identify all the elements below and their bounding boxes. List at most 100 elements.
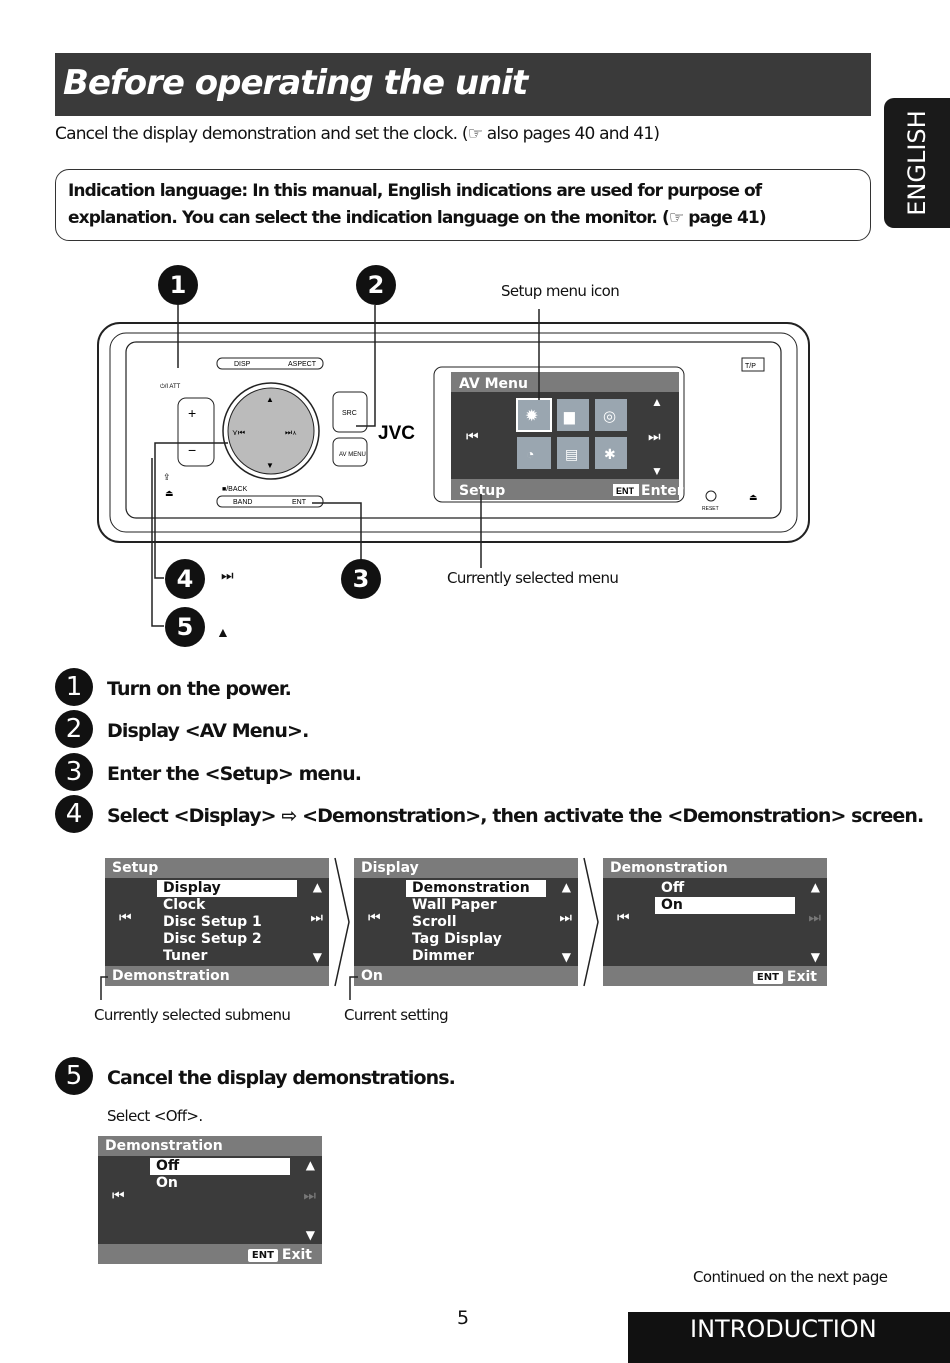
next-icon: ⏭ <box>808 910 821 926</box>
src-label: SRC <box>342 410 357 417</box>
display-bezel <box>433 366 685 503</box>
svg-text:⏏: ⏏ <box>749 492 758 502</box>
av-menu-label: AV MENU <box>339 452 366 458</box>
screen-footer: Demonstration <box>105 966 329 986</box>
menu-item: Tuner <box>163 948 208 964</box>
marker-4: 4 <box>165 559 205 599</box>
menu-item: On <box>156 1175 178 1191</box>
step-1: 1 Turn on the power. <box>55 668 895 708</box>
down-icon: ▼ <box>305 1228 315 1242</box>
screen-header: Setup <box>105 858 329 878</box>
step5-instruction: Select <Off>. <box>107 1107 203 1125</box>
tp-label: T/P <box>745 363 756 370</box>
menu-item: Scroll <box>412 914 457 930</box>
svg-text:▲: ▲ <box>266 395 274 404</box>
svg-text:▼: ▼ <box>651 464 663 478</box>
up-icon: ▲ <box>305 1158 315 1172</box>
ent-label: ENT <box>292 499 307 506</box>
unit-inner <box>109 332 798 533</box>
unit-outer <box>97 322 810 543</box>
intro-text: Cancel the display demonstration and set… <box>55 124 660 144</box>
svg-text:▤: ▤ <box>565 446 578 462</box>
back-label: ■/BACK <box>222 486 248 493</box>
step-5: 5 Cancel the display demonstrations. <box>55 1057 895 1097</box>
step-text: Select <Display> ⇨ <Demonstration>, then… <box>107 805 924 827</box>
svg-text:⏭: ⏭ <box>648 428 661 444</box>
svg-text:◔: ◔ <box>526 446 534 462</box>
head-unit-diagram: DISP ASPECT BAND ENT ■/BACK ▲ ▼ ⋎⏮ ⏭⋏ + … <box>97 305 810 627</box>
next-icon: ⏭ <box>559 910 572 926</box>
disp-label: DISP <box>234 361 251 368</box>
step-number: 3 <box>55 753 93 791</box>
callout-setup-icon: Setup menu icon <box>501 282 620 300</box>
screen-setup: Setup Display Clock Disc Setup 1 Disc Se… <box>105 858 329 986</box>
language-tab: ENGLISH <box>884 98 950 228</box>
band-label: BAND <box>233 499 252 506</box>
label-current-submenu: Currently selected submenu <box>94 1006 291 1024</box>
menu-item: Display <box>157 880 297 897</box>
att-label: ⏻/I ATT <box>160 383 181 390</box>
page-title: Before operating the unit <box>63 63 528 103</box>
up-arrow-icon: ▲ <box>216 624 230 640</box>
language-tab-label: ENGLISH <box>903 110 931 216</box>
title-bar: Before operating the unit <box>55 53 871 116</box>
aspect-label: ASPECT <box>288 361 317 368</box>
next-icon: ⏭ <box>303 1188 316 1204</box>
page-number: 5 <box>457 1307 470 1329</box>
svg-text:▆: ▆ <box>563 408 575 425</box>
prev-icon: ⏮ <box>617 910 630 926</box>
step-text: Cancel the display demonstrations. <box>107 1067 456 1089</box>
step-text: Display <AV Menu>. <box>107 720 309 742</box>
section-footer: INTRODUCTION <box>628 1312 950 1363</box>
next-icon: ⏭ <box>310 910 323 926</box>
note-box: Indication language: In this manual, Eng… <box>55 169 871 241</box>
screen-footer: On <box>354 966 578 986</box>
step-text: Enter the <Setup> menu. <box>107 763 362 785</box>
step-4: 4 Select <Display> ⇨ <Demonstration>, th… <box>55 795 924 835</box>
marker-3: 3 <box>341 559 381 599</box>
menu-item: Dimmer <box>412 948 474 964</box>
screen-arrows <box>100 857 599 1000</box>
marker-2: 2 <box>356 265 396 305</box>
jvc-logo: JVC <box>378 423 415 444</box>
step-text: Turn on the power. <box>107 678 292 700</box>
step-number: 5 <box>55 1057 93 1095</box>
prev-icon: ⏮ <box>112 1188 125 1204</box>
menu-item: Disc Setup 1 <box>163 914 262 930</box>
marker-5: 5 <box>165 607 205 647</box>
continued-note: Continued on the next page <box>693 1268 888 1286</box>
step-number: 4 <box>55 795 93 833</box>
menu-item: Clock <box>163 897 206 913</box>
callout-current-menu: Currently selected menu <box>447 569 619 587</box>
svg-text:⏮: ⏮ <box>466 428 479 444</box>
menu-item: Wall Paper <box>412 897 497 913</box>
svg-text:◎: ◎ <box>603 408 616 425</box>
up-icon: ▲ <box>312 880 322 894</box>
step-number: 2 <box>55 710 93 748</box>
down-icon: ▼ <box>312 950 322 964</box>
svg-text:▲: ▲ <box>651 395 663 409</box>
display-enter: Enter <box>641 483 684 499</box>
reset-label: RESET <box>702 506 719 512</box>
svg-text:⇪: ⇪ <box>163 472 171 482</box>
svg-text:+: + <box>188 405 196 421</box>
down-icon: ▼ <box>810 950 820 964</box>
display-footer: Setup <box>459 483 505 499</box>
step-2: 2 Display <AV Menu>. <box>55 710 895 750</box>
prev-icon: ⏮ <box>368 910 381 926</box>
menu-item: Disc Setup 2 <box>163 931 262 947</box>
svg-text:⏭⋏: ⏭⋏ <box>285 428 298 437</box>
ent-badge: ENT <box>247 1248 278 1262</box>
unit-face <box>125 341 782 519</box>
menu-item: Tag Display <box>412 931 502 947</box>
menu-item: Off <box>150 1158 290 1175</box>
marker-1: 1 <box>158 265 198 305</box>
svg-text:⏏: ⏏ <box>165 488 174 498</box>
screen-header: Demonstration <box>98 1136 322 1156</box>
down-icon: ▼ <box>561 950 571 964</box>
menu-item: Demonstration <box>406 880 546 897</box>
step-3: 3 Enter the <Setup> menu. <box>55 753 895 793</box>
